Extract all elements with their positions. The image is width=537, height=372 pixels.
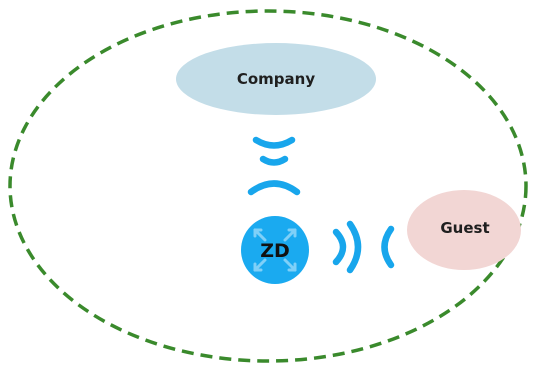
zd-device: ZD [241, 216, 309, 284]
zd-label: ZD [260, 240, 290, 262]
wifi-signal-icon-right [332, 220, 395, 274]
wifi-signal-icon [247, 136, 301, 196]
guest-label: Guest [440, 219, 489, 237]
arrows-icon [253, 228, 297, 272]
company-ellipse [176, 43, 376, 115]
guest-node: Guest [407, 190, 521, 270]
network-boundary [8, 9, 528, 363]
company-label: Company [237, 70, 315, 88]
guest-ellipse [407, 190, 521, 270]
company-node: Company [176, 43, 376, 115]
